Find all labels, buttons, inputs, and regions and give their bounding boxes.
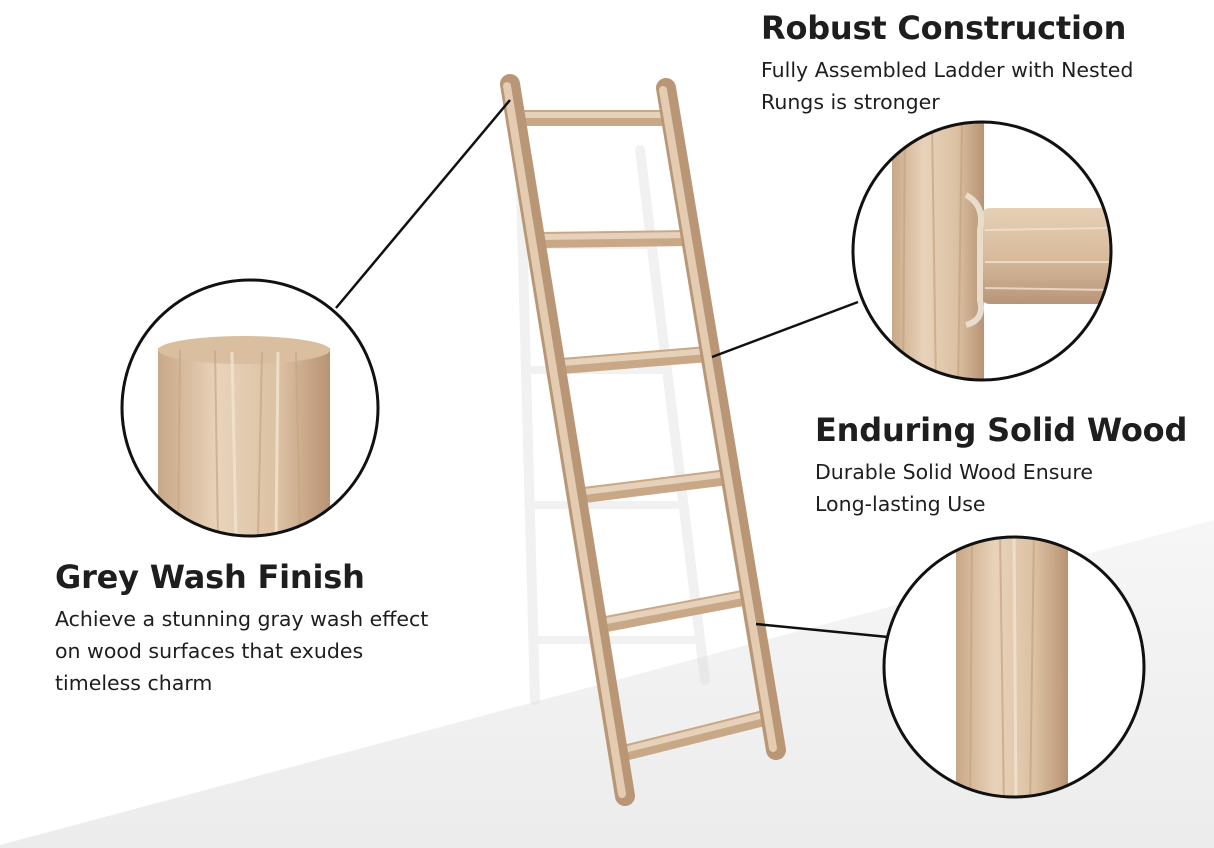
feature-grey-wash-finish: Grey Wash Finish Achieve a stunning gray… [55, 557, 485, 699]
feature-title: Robust Construction [761, 9, 1127, 47]
detail-circle-robust-construction [851, 120, 1113, 382]
feature-title: Grey Wash Finish [55, 558, 365, 596]
feature-enduring-solid-wood: Enduring Solid Wood Durable Solid Wood E… [815, 410, 1205, 520]
connector-line-top-right [711, 300, 859, 359]
feature-description: Achieve a stunning gray wash effect on w… [55, 607, 429, 695]
detail-circle-grey-wash [120, 278, 380, 538]
connector-line-bottom-right [755, 622, 889, 639]
feature-title: Enduring Solid Wood [815, 411, 1188, 449]
ladder [500, 74, 786, 806]
feature-description: Fully Assembled Ladder with Nested Rungs… [761, 58, 1134, 114]
feature-robust-construction: Robust Construction Fully Assembled Ladd… [761, 8, 1201, 118]
feature-description: Durable Solid Wood Ensure Long-lasting U… [815, 460, 1093, 516]
connector-line-left [335, 99, 511, 309]
detail-circle-solid-wood [882, 535, 1146, 799]
